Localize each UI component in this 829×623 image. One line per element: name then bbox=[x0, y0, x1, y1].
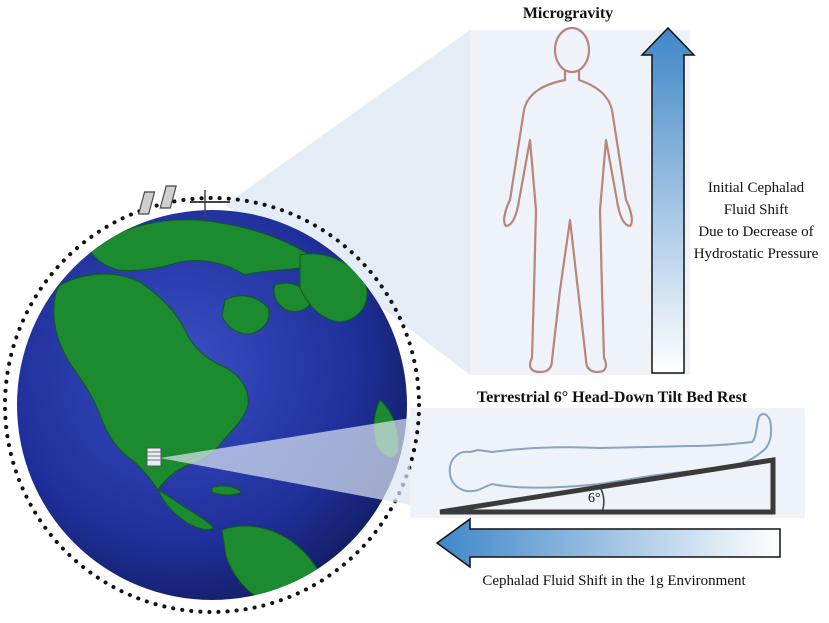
human-figure-lying bbox=[448, 413, 773, 493]
vertical-caption-line-4: Hydrostatic Pressure bbox=[694, 246, 819, 262]
microgravity-title: Microgravity bbox=[523, 5, 613, 22]
space-station-icon bbox=[137, 185, 230, 216]
earth-globe bbox=[17, 210, 407, 600]
horizontal-fluid-shift-arrow bbox=[435, 517, 781, 569]
tilt-bed: 6° bbox=[439, 457, 776, 515]
projection-to-bedrest bbox=[160, 418, 410, 505]
vertical-caption-line-1: Initial Cephalad bbox=[708, 180, 805, 196]
human-figure-standing bbox=[503, 26, 633, 374]
building-icon bbox=[146, 447, 162, 467]
horizontal-arrow-caption: Cephalad Fluid Shift in the 1g Environme… bbox=[482, 573, 746, 589]
orbit-ring bbox=[3, 196, 421, 614]
vertical-arrow-caption: Initial Cephalad Fluid Shift Due to Decr… bbox=[694, 180, 819, 262]
vertical-caption-line-3: Due to Decrease of bbox=[698, 224, 813, 240]
bedrest-title: Terrestrial 6° Head-Down Tilt Bed Rest bbox=[477, 389, 748, 406]
angle-label: 6° bbox=[588, 491, 601, 506]
vertical-caption-line-2: Fluid Shift bbox=[724, 202, 789, 218]
vertical-fluid-shift-arrow bbox=[640, 26, 696, 374]
